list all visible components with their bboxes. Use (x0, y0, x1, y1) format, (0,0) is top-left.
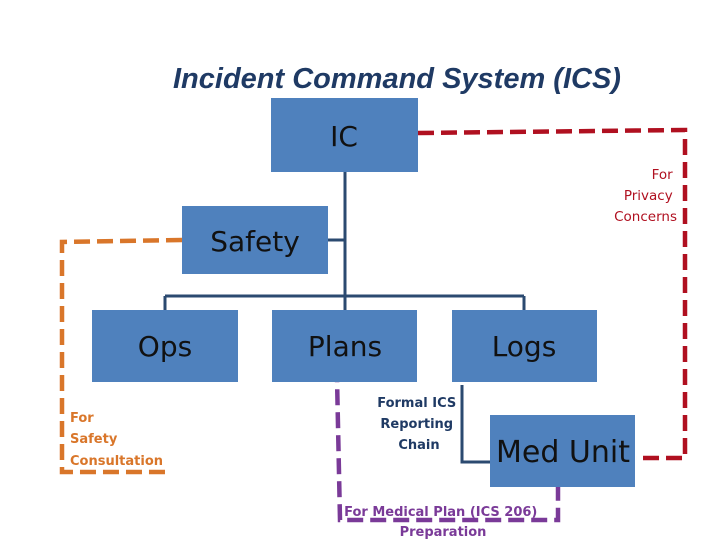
safety-consultation-line (59, 237, 183, 475)
safety-label: Safety (210, 225, 300, 258)
ops-label: Ops (138, 330, 192, 363)
logs-box (452, 310, 597, 382)
diagram-title: Incident Command System (ICS) (173, 63, 621, 95)
ic-label: IC (330, 120, 358, 153)
plans-box (272, 310, 417, 382)
safety-consultation-note: For Safety Consultation (70, 411, 163, 469)
ic-box (271, 98, 418, 172)
logs-label: Logs (492, 330, 557, 363)
plans-label: Plans (308, 330, 382, 363)
ops-box (92, 310, 238, 382)
med-unit-box (490, 415, 635, 487)
privacy-concerns-note: For Privacy Concerns (614, 167, 677, 225)
med-unit-label: Med Unit (496, 435, 630, 470)
med-unit-connector (460, 385, 490, 464)
formal-ics-note: Formal ICS Reporting Chain (377, 396, 461, 453)
medical-plan-note: For Medical Plan (ICS 206) Preparation (344, 505, 542, 540)
safety-box (182, 206, 328, 274)
